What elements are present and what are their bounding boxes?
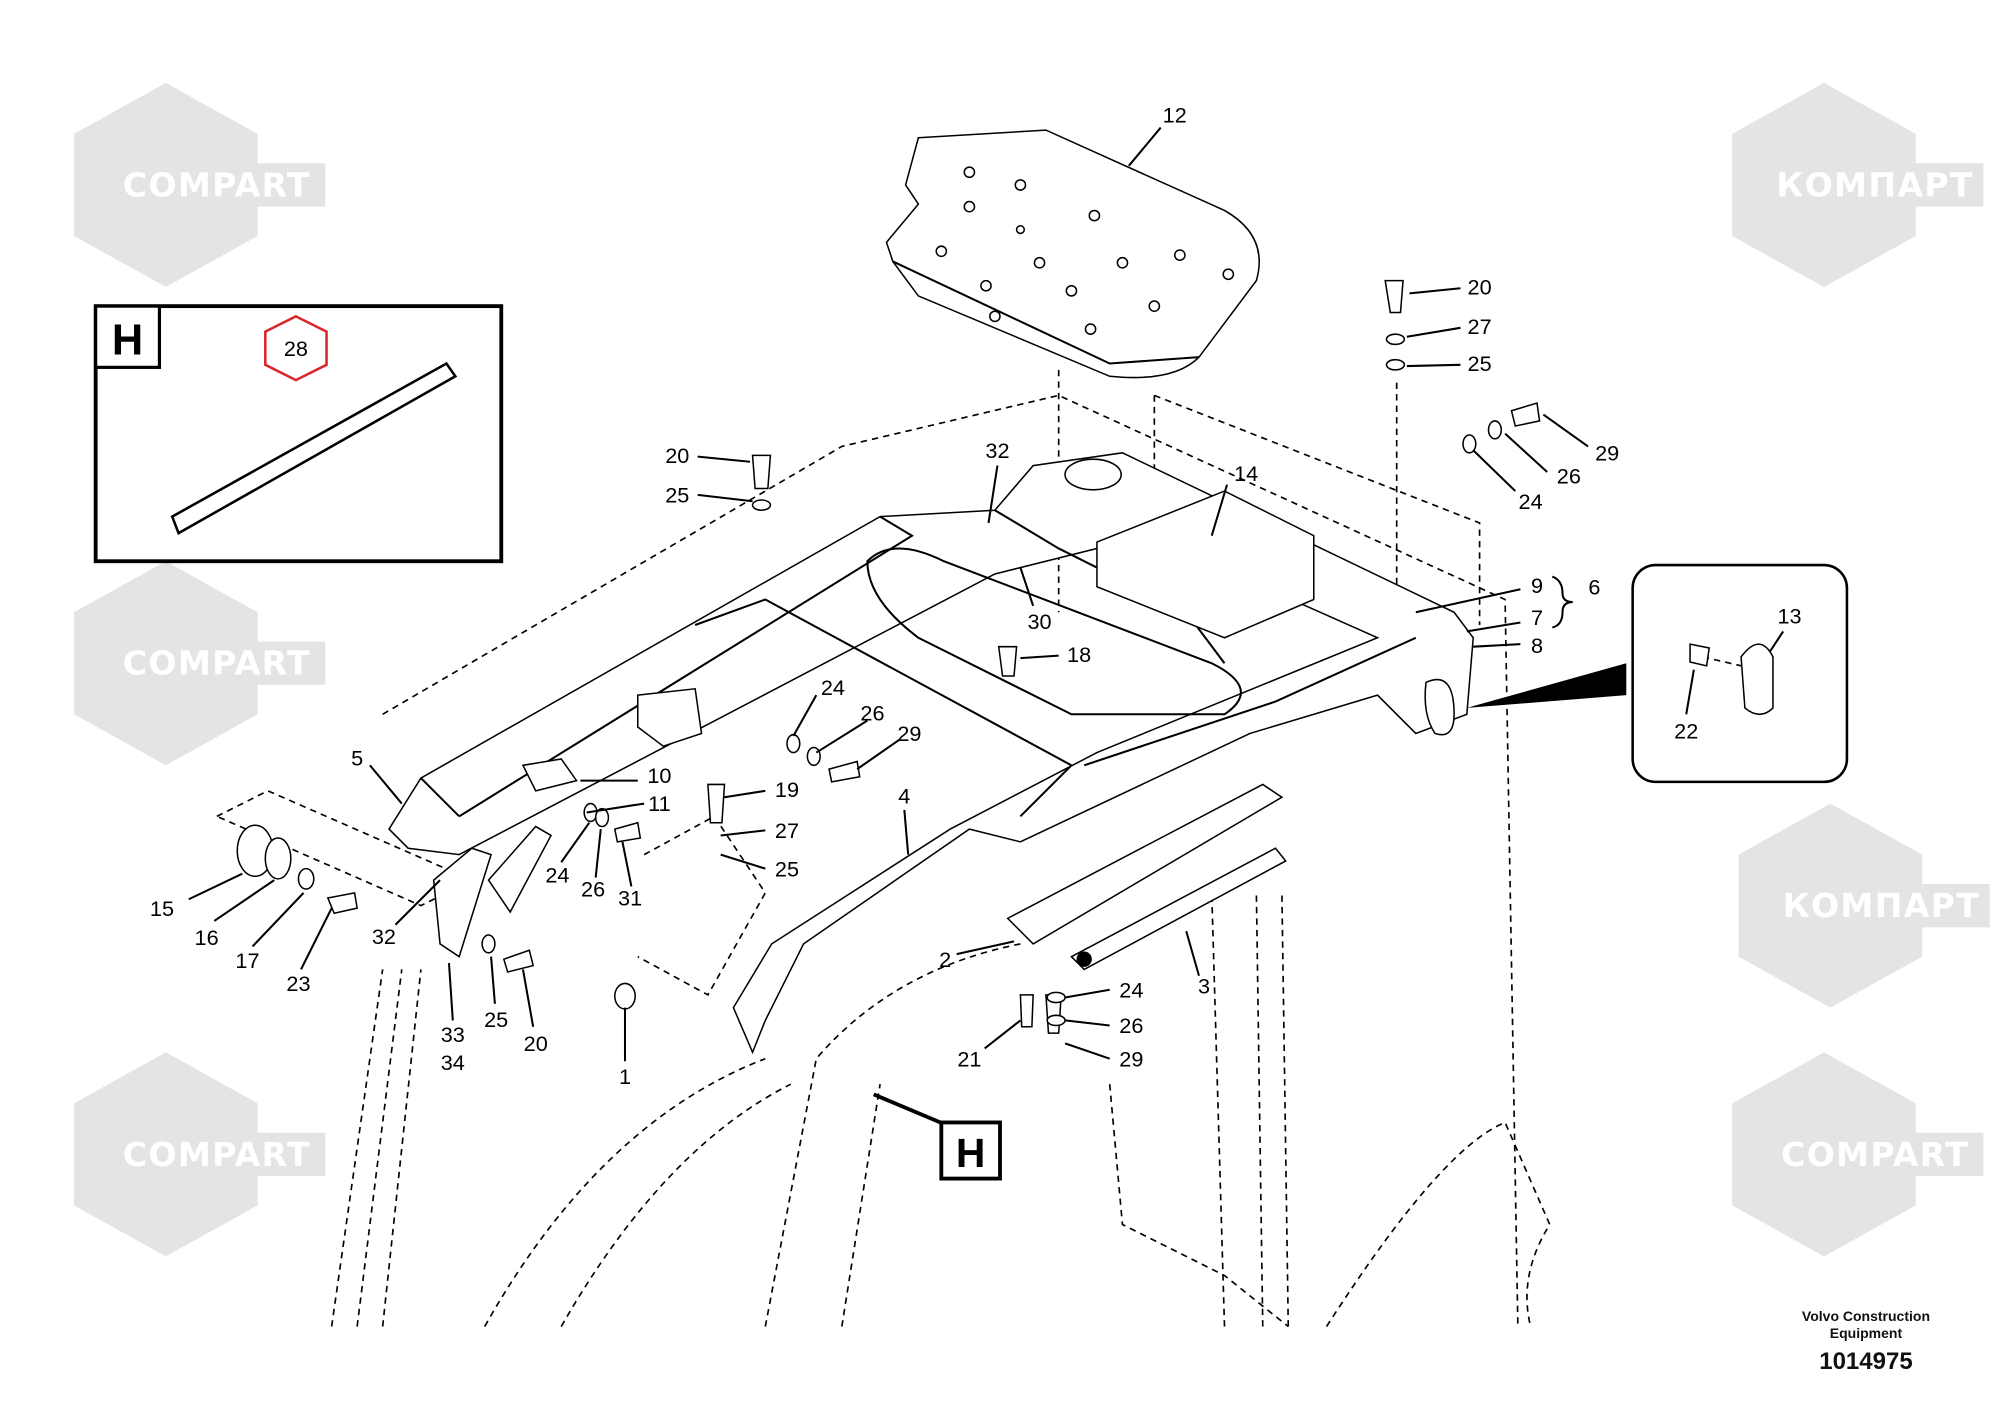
company-name-line2: Equipment	[1829, 1325, 1903, 1341]
part-label-24[interactable]: 24	[1519, 489, 1543, 514]
watermark-logo: COMPART	[1781, 1135, 1969, 1174]
part-label-24[interactable]: 24	[545, 863, 569, 888]
part-label-18[interactable]: 18	[1067, 642, 1091, 667]
part-label-12[interactable]: 12	[1163, 102, 1187, 127]
part-label-25[interactable]: 25	[484, 1007, 508, 1032]
watermark-hexagons	[73, 82, 1990, 1257]
part-label-10[interactable]: 10	[647, 763, 671, 788]
callout-h: H	[939, 1120, 1002, 1181]
part-label-11[interactable]: 11	[648, 791, 671, 816]
drawing-footer: Volvo Construction Equipment 1014975	[1802, 1308, 1930, 1376]
watermark-layer: COMPART КОМПАРТ COMPART КОМПАРТ COMPART COMPA…	[123, 165, 1981, 1174]
part-label-1[interactable]: 1	[619, 1064, 631, 1089]
part-label-26[interactable]: 26	[1119, 1013, 1143, 1038]
part-label-2[interactable]: 2	[939, 947, 951, 972]
part-label-5[interactable]: 5	[351, 745, 363, 770]
part-label-22[interactable]: 22	[1674, 719, 1698, 744]
part-label-25[interactable]: 25	[665, 483, 689, 508]
callout-h-letter: H	[956, 1130, 985, 1176]
watermark-band	[108, 163, 326, 207]
part-label-7[interactable]: 7	[1531, 605, 1543, 630]
part-label-29[interactable]: 29	[1119, 1046, 1143, 1071]
part-label-24[interactable]: 24	[1119, 977, 1143, 1002]
detail-inset-h: H 28	[93, 304, 504, 564]
part-label-20[interactable]: 20	[665, 443, 689, 468]
roof-plate	[885, 129, 1260, 379]
part-label-23[interactable]: 23	[286, 971, 310, 996]
part-label-19[interactable]: 19	[775, 777, 799, 802]
watermark-band	[108, 641, 326, 685]
watermark-logo: КОМПАРТ	[1776, 165, 1974, 204]
part-label-20[interactable]: 20	[1468, 275, 1492, 300]
watermark-logo: КОМПАРТ	[1783, 886, 1981, 925]
part-label-25[interactable]: 25	[775, 856, 799, 881]
part-label-20[interactable]: 20	[524, 1031, 548, 1056]
bracket-parts	[236, 279, 1541, 1034]
part-label-26[interactable]: 26	[860, 701, 884, 726]
part-label-17[interactable]: 17	[235, 948, 259, 973]
roof-frame	[388, 452, 1475, 1055]
part-label-13[interactable]: 13	[1777, 604, 1801, 629]
highlight-hexagon	[264, 314, 328, 382]
part-label-31[interactable]: 31	[618, 886, 642, 911]
part-label-6[interactable]: 6	[1588, 574, 1600, 599]
part-label-30[interactable]: 30	[1027, 609, 1051, 634]
part-label-33[interactable]: 33	[441, 1022, 465, 1047]
part-label-25[interactable]: 25	[1468, 351, 1492, 376]
part-label-29[interactable]: 29	[897, 721, 921, 746]
part-label-3[interactable]: 3	[1198, 974, 1210, 999]
part-label-26[interactable]: 26	[1557, 463, 1581, 488]
inset-letter: H	[112, 317, 143, 365]
watermark-band	[1772, 883, 1990, 928]
part-label-8[interactable]: 8	[1531, 633, 1543, 658]
part-label-34[interactable]: 34	[441, 1050, 465, 1075]
watermark-band	[1766, 1132, 1984, 1177]
watermark-band	[1766, 163, 1984, 207]
detail-inset-bracket	[1631, 563, 1849, 784]
part-label-32[interactable]: 32	[985, 438, 1009, 463]
company-name-line1: Volvo Construction	[1801, 1308, 1930, 1324]
part-label-16[interactable]: 16	[195, 925, 219, 950]
part-label-14[interactable]: 14	[1234, 461, 1258, 486]
part-label-26[interactable]: 26	[581, 877, 605, 902]
watermark-logo: COMPART	[123, 644, 311, 683]
part-label-24[interactable]: 24	[821, 675, 845, 700]
part-label-9[interactable]: 9	[1531, 573, 1543, 598]
watermark-band	[108, 1132, 326, 1177]
part-label-29[interactable]: 29	[1595, 440, 1619, 465]
part-label-21[interactable]: 21	[957, 1046, 981, 1071]
part-label-28[interactable]: 28	[284, 336, 308, 361]
part-label-15[interactable]: 15	[150, 896, 174, 921]
part-label-32[interactable]: 32	[372, 924, 396, 949]
part-label-4[interactable]: 4	[898, 784, 910, 809]
drawing-number: 1014975	[1819, 1348, 1913, 1375]
watermark-logo: COMPART	[123, 165, 311, 204]
part-label-27[interactable]: 27	[775, 818, 799, 843]
watermark-logo: COMPART	[123, 1135, 311, 1174]
part-label-27[interactable]: 27	[1468, 314, 1492, 339]
